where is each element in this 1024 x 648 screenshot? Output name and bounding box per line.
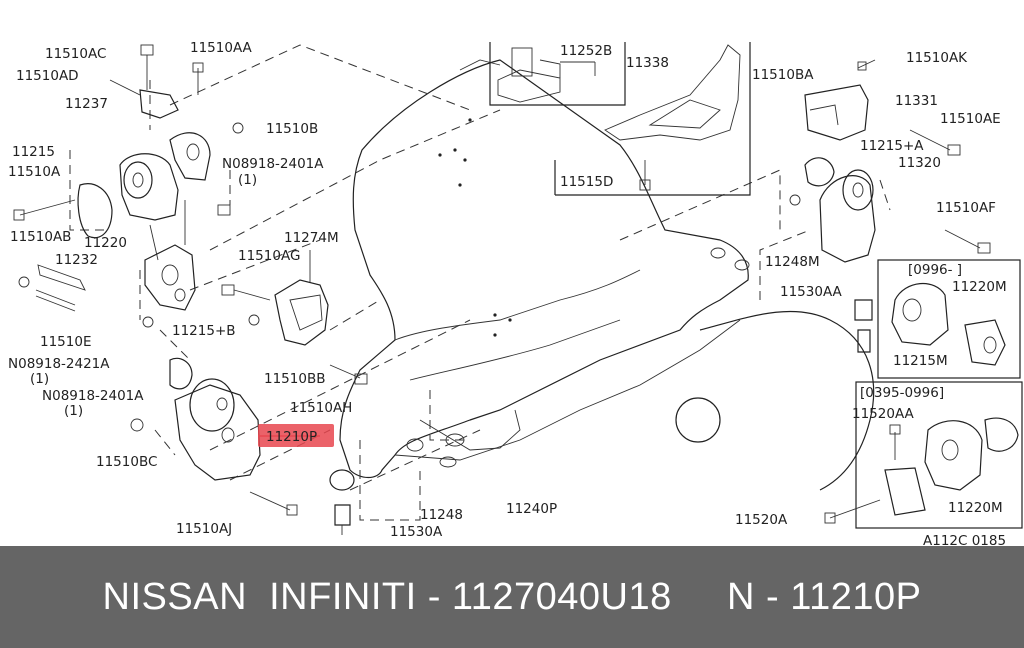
label-11520aa: 11520AA [852,406,915,422]
parts-diagram: 11510AC 11510AD 11237 11510AA 11510B 112… [8,40,1023,546]
label-11510bb: 11510BB [264,371,325,387]
label-11248m: 11248M [765,254,820,270]
label-11215a: 11215+A [860,138,924,154]
label-11215b: 11215+B [172,323,236,339]
label-11510aa: 11510AA [190,40,253,56]
label-11215: 11215 [12,144,55,160]
part-number-caption: NISSAN INFINITI - 1127040U18 N - 11210P [102,575,922,618]
label-11510ah: 11510AH [290,400,352,416]
label-11232: 11232 [55,252,98,268]
label-11510e: 11510E [40,334,91,350]
label-11338: 11338 [626,55,669,71]
label-11248-bottom: 11248 [420,507,463,523]
mount-11215 [13,44,244,239]
label-11220m-bottom: 11220M [948,500,1003,516]
label-11530aa: 11530AA [780,284,843,300]
label-11530a: 11530A [390,524,443,540]
label-qty-top: (1) [238,172,257,188]
label-11274m: 11274M [284,230,339,246]
label-08918-2401a-bottom: N08918-2401A [42,388,144,404]
label-11510ag: 11510AG [238,248,300,264]
label-ref-code: A112C 0185 [923,533,1006,546]
caption-bar: NISSAN INFINITI - 1127040U18 N - 11210P [0,546,1024,648]
label-11510ae: 11510AE [940,111,1001,127]
label-08918-2401a-top: N08918-2401A [222,156,324,172]
part-labels: 11510AC 11510AD 11237 11510AA 11510B 112… [8,40,1007,546]
label-11210p: 11210P [266,429,317,445]
label-11510a: 11510A [8,164,61,180]
label-11510aj: 11510AJ [176,521,232,537]
label-11510ak: 11510AK [906,50,968,66]
label-11237: 11237 [65,96,108,112]
label-11510bc: 11510BC [96,454,157,470]
label-11252b: 11252B [560,43,612,59]
label-11510af: 11510AF [936,200,996,216]
bracket-11232 [18,200,196,328]
label-11510b: 11510B [266,121,318,137]
label-11220-left: 11220 [84,235,127,251]
label-11240p: 11240P [506,501,557,517]
mount-11210p [130,357,334,516]
label-08918-2421a: N08918-2421A [8,356,110,372]
label-11215m: 11215M [893,353,948,369]
label-qty-2421: (1) [30,371,49,387]
leader-lines [69,44,891,521]
label-11331: 11331 [895,93,938,109]
crossmember [339,59,875,491]
label-11510ab: 11510AB [10,229,71,245]
label-qty-bottom: (1) [64,403,83,419]
mount-11320 [789,59,991,353]
label-inset-0996: [0996- ] [908,262,962,278]
inset-0996 [877,259,1021,379]
label-inset-0395: [0395-0996] [860,385,944,401]
top-box-11338 [554,42,751,196]
label-11220m-top: 11220M [952,279,1007,295]
top-box-11252b [489,42,626,106]
label-11510ba: 11510BA [752,67,814,83]
label-11520a: 11520A [735,512,788,528]
inset-0395 [824,381,1023,529]
label-11510ad: 11510AD [16,68,79,84]
label-11515d: 11515D [560,174,613,190]
label-11320: 11320 [898,155,941,171]
bracket-11274m [221,250,368,385]
label-11510ac: 11510AC [45,46,106,62]
studs-11530a [329,469,355,535]
